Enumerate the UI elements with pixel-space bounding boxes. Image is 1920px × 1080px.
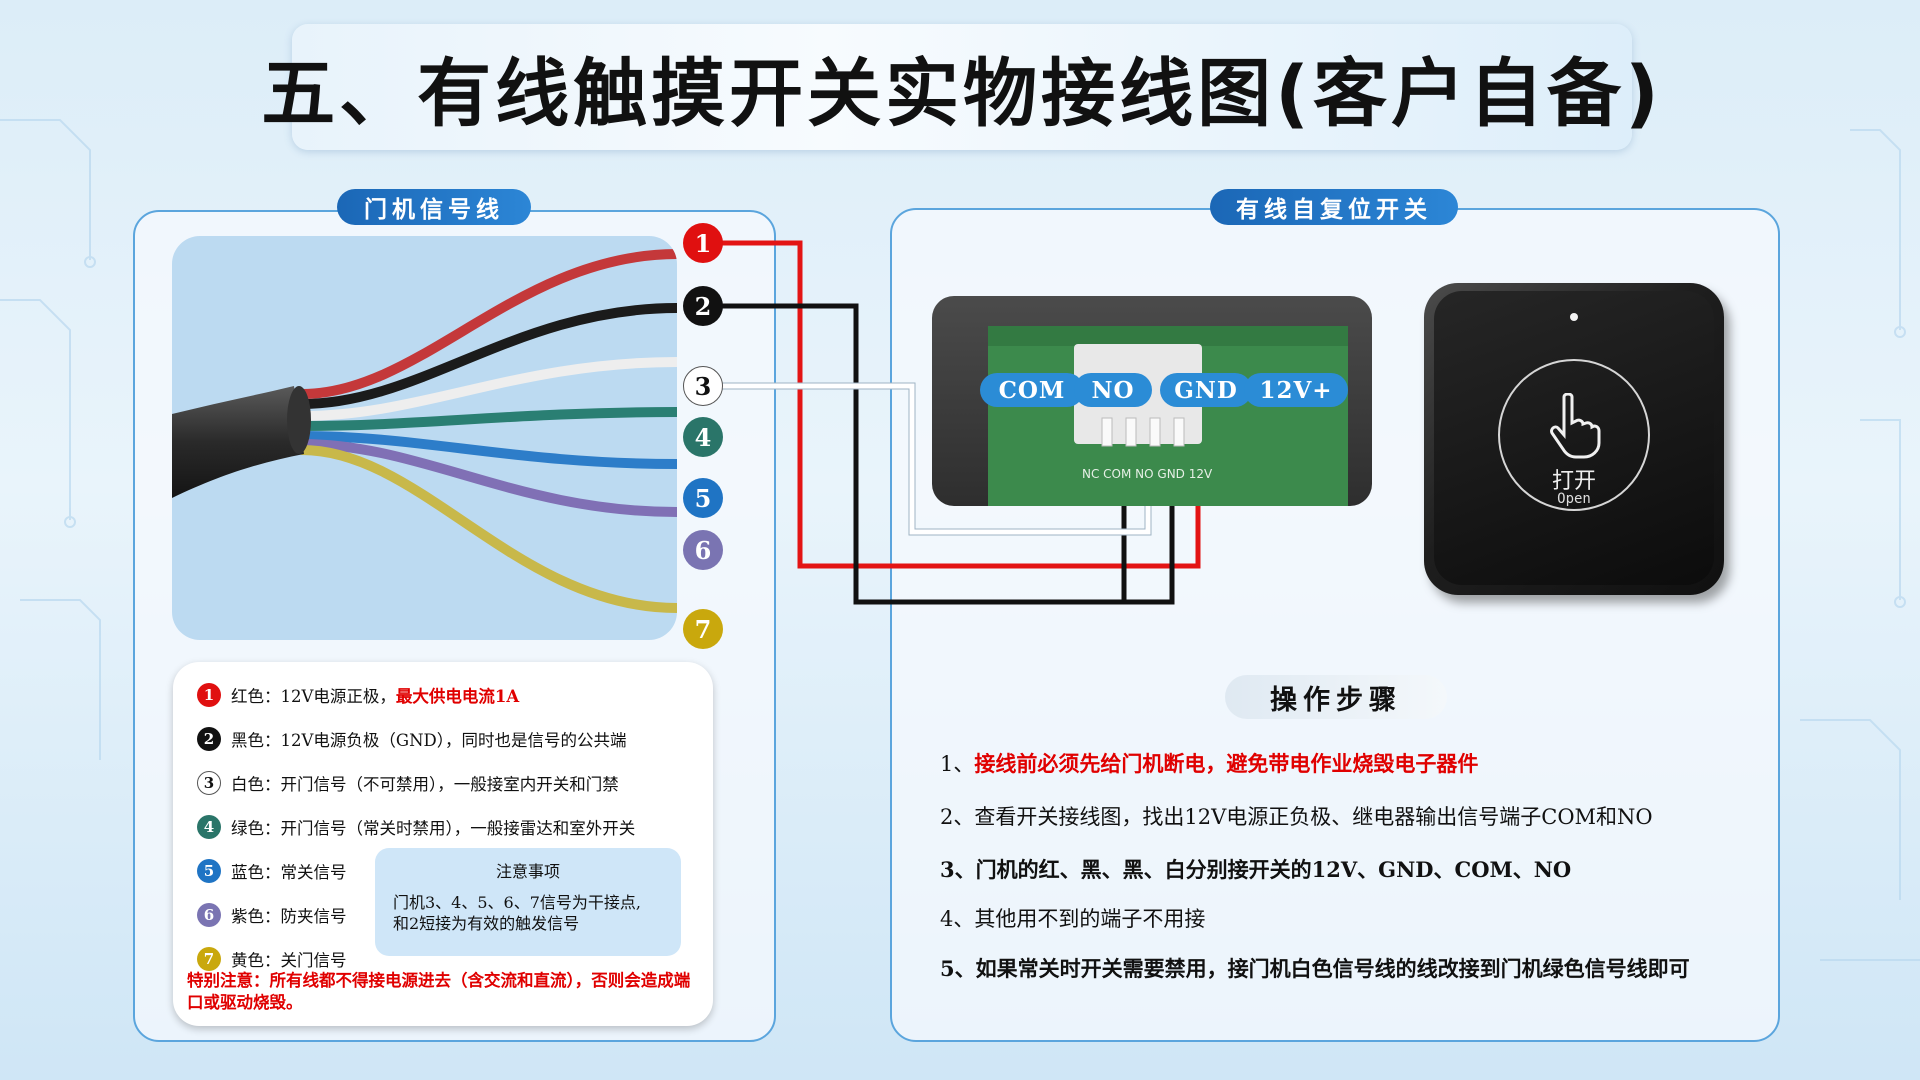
step-text-1: 接线前必须先给门机断电，避免带电作业烧毁电子器件 xyxy=(974,751,1479,776)
legend-dot-3: 3 xyxy=(197,771,221,795)
terminal-label-no: NO xyxy=(1074,373,1152,407)
legend-dot-4: 4 xyxy=(197,815,221,839)
wire-badge-3: 3 xyxy=(683,366,723,406)
cable-wire-2 xyxy=(297,303,677,409)
cable-wire-3 xyxy=(297,357,677,421)
step-text-3: 门机的红、黑、黑、白分别接开关的12V、GND、COM、NO xyxy=(975,857,1572,882)
touch-switch-photo: 打开 Open xyxy=(1420,283,1728,599)
legend-dot-7: 7 xyxy=(197,947,221,971)
step-number-3: 3、 xyxy=(940,857,976,882)
operation-step-3: 3、门机的红、黑、黑、白分别接开关的12V、GND、COM、NO xyxy=(940,854,1571,884)
title-banner: 五、有线触摸开关实物接线图(客户自备) xyxy=(261,24,1659,150)
steps-title: 操作步骤 xyxy=(1225,675,1447,719)
legend-text-1: 红色：12V电源正极， xyxy=(231,687,396,706)
legend-row-1: 1 红色：12V电源正极，最大供电电流1A xyxy=(197,682,519,708)
wire-badge-7: 7 xyxy=(683,609,723,649)
legend-row-4: 4 绿色：开门信号（常关时禁用），一般接雷达和室外开关 xyxy=(197,814,635,840)
special-warning: 特别注意：所有线都不得接电源进去（含交流和直流），否则会造成端口或驱动烧毁。 xyxy=(187,971,691,1012)
step-text-5: 如果常关时开关需要禁用，接门机白色信号线的线改接到门机绿色信号线即可 xyxy=(975,956,1690,981)
legend-text-6: 紫色：防夹信号 xyxy=(231,907,347,926)
step-text-2: 查看开关接线图，找出12V电源正负极、继电器输出信号端子COM和NO xyxy=(974,805,1653,829)
step-number-4: 4、 xyxy=(940,907,975,931)
touch-ring xyxy=(1498,359,1650,511)
switch-face: 打开 Open xyxy=(1434,291,1714,585)
legend-row-7: 7 黄色：关门信号 xyxy=(197,946,347,972)
cable-illustration xyxy=(172,249,677,613)
legend-row-3: 3 白色：开门信号（不可禁用），一般接室内开关和门禁 xyxy=(197,770,619,796)
legend-text-2: 黑色：12V电源负极（GND），同时也是信号的公共端 xyxy=(231,731,627,750)
switch-header: 有线自复位开关 xyxy=(1210,189,1458,225)
legend-emphasis-1: 最大供电电流1A xyxy=(395,687,520,706)
notes-title: 注意事项 xyxy=(495,862,560,881)
legend-row-5: 5 蓝色：常关信号 xyxy=(197,858,347,884)
legend-dot-5: 5 xyxy=(197,859,221,883)
step-number-5: 5、 xyxy=(940,956,976,981)
legend-dot-2: 2 xyxy=(197,727,221,751)
legend-text-4: 绿色：开门信号（常关时禁用），一般接雷达和室外开关 xyxy=(231,819,636,838)
wire-legend: 1 红色：12V电源正极，最大供电电流1A 2 黑色：12V电源负极（GND），同时也… xyxy=(173,662,713,1026)
wire-red-to-12v xyxy=(703,240,1201,569)
cable-wire-6 xyxy=(297,439,677,517)
svg-text:NC COM NO GND 12V: NC COM NO GND 12V xyxy=(1082,467,1213,481)
notes-box: 注意事项 门机3、4、5、6、7信号为干接点, 和2短接为有效的触发信号 xyxy=(375,848,681,956)
wire-badge-2: 2 xyxy=(683,286,723,326)
hand-pointer-icon xyxy=(1550,393,1601,459)
wire-badge-6: 6 xyxy=(683,530,723,570)
legend-dot-6: 6 xyxy=(197,903,221,927)
wire-black-to-gnd xyxy=(703,303,1175,605)
switch-body: 打开 Open xyxy=(1424,283,1724,595)
wire-badge-5: 5 xyxy=(683,478,723,518)
notes-line-2: 和2短接为有效的触发信号 xyxy=(393,914,580,933)
operation-step-4: 4、其他用不到的端子不用接 xyxy=(940,903,1205,933)
legend-text-3: 白色：开门信号（不可禁用），一般接室内开关和门禁 xyxy=(231,775,619,794)
cable-wire-7 xyxy=(297,445,677,613)
legend-row-2: 2 黑色：12V电源负极（GND），同时也是信号的公共端 xyxy=(197,726,627,752)
signal-wire-header: 门机信号线 xyxy=(337,189,531,225)
terminal-label-gnd: GND xyxy=(1160,373,1252,407)
operation-step-1: 1、接线前必须先给门机断电，避免带电作业烧毁电子器件 xyxy=(940,748,1478,778)
operation-step-5: 5、如果常关时开关需要禁用，接门机白色信号线的线改接到门机绿色信号线即可 xyxy=(940,953,1690,983)
step-number-2: 2、 xyxy=(940,805,975,829)
cable-wire-5 xyxy=(297,431,677,469)
wire-badge-4: 4 xyxy=(683,417,723,457)
cable-wire-4 xyxy=(297,407,677,431)
terminal-label-com: COM xyxy=(980,373,1084,407)
legend-row-6: 6 紫色：防夹信号 xyxy=(197,902,347,928)
switch-label-en: Open xyxy=(1557,491,1591,507)
page-title: 五、有线触摸开关实物接线图(客户自备) xyxy=(261,50,1663,137)
step-text-4: 其他用不到的端子不用接 xyxy=(974,907,1206,931)
legend-text-7: 黄色：关门信号 xyxy=(231,951,347,970)
legend-text-5: 蓝色：常关信号 xyxy=(231,863,347,882)
terminal-label-12vplus: 12V+ xyxy=(1244,373,1348,407)
cable-photo xyxy=(172,236,677,640)
operation-step-2: 2、查看开关接线图，找出12V电源正负极、继电器输出信号端子COM和NO xyxy=(940,801,1653,831)
switch-label-cn: 打开 xyxy=(1551,469,1596,494)
pcb-illustration: NC COM NO GND 12V xyxy=(988,326,1348,506)
notes-body: 门机3、4、5、6、7信号为干接点, 和2短接为有效的触发信号 xyxy=(393,892,669,934)
wire-badge-1: 1 xyxy=(683,223,723,263)
cable-wire-1 xyxy=(297,249,677,399)
step-number-1: 1、 xyxy=(940,752,975,776)
indicator-led xyxy=(1570,313,1578,321)
notes-line-1: 门机3、4、5、6、7信号为干接点, xyxy=(393,893,641,912)
legend-dot-1: 1 xyxy=(197,683,221,707)
